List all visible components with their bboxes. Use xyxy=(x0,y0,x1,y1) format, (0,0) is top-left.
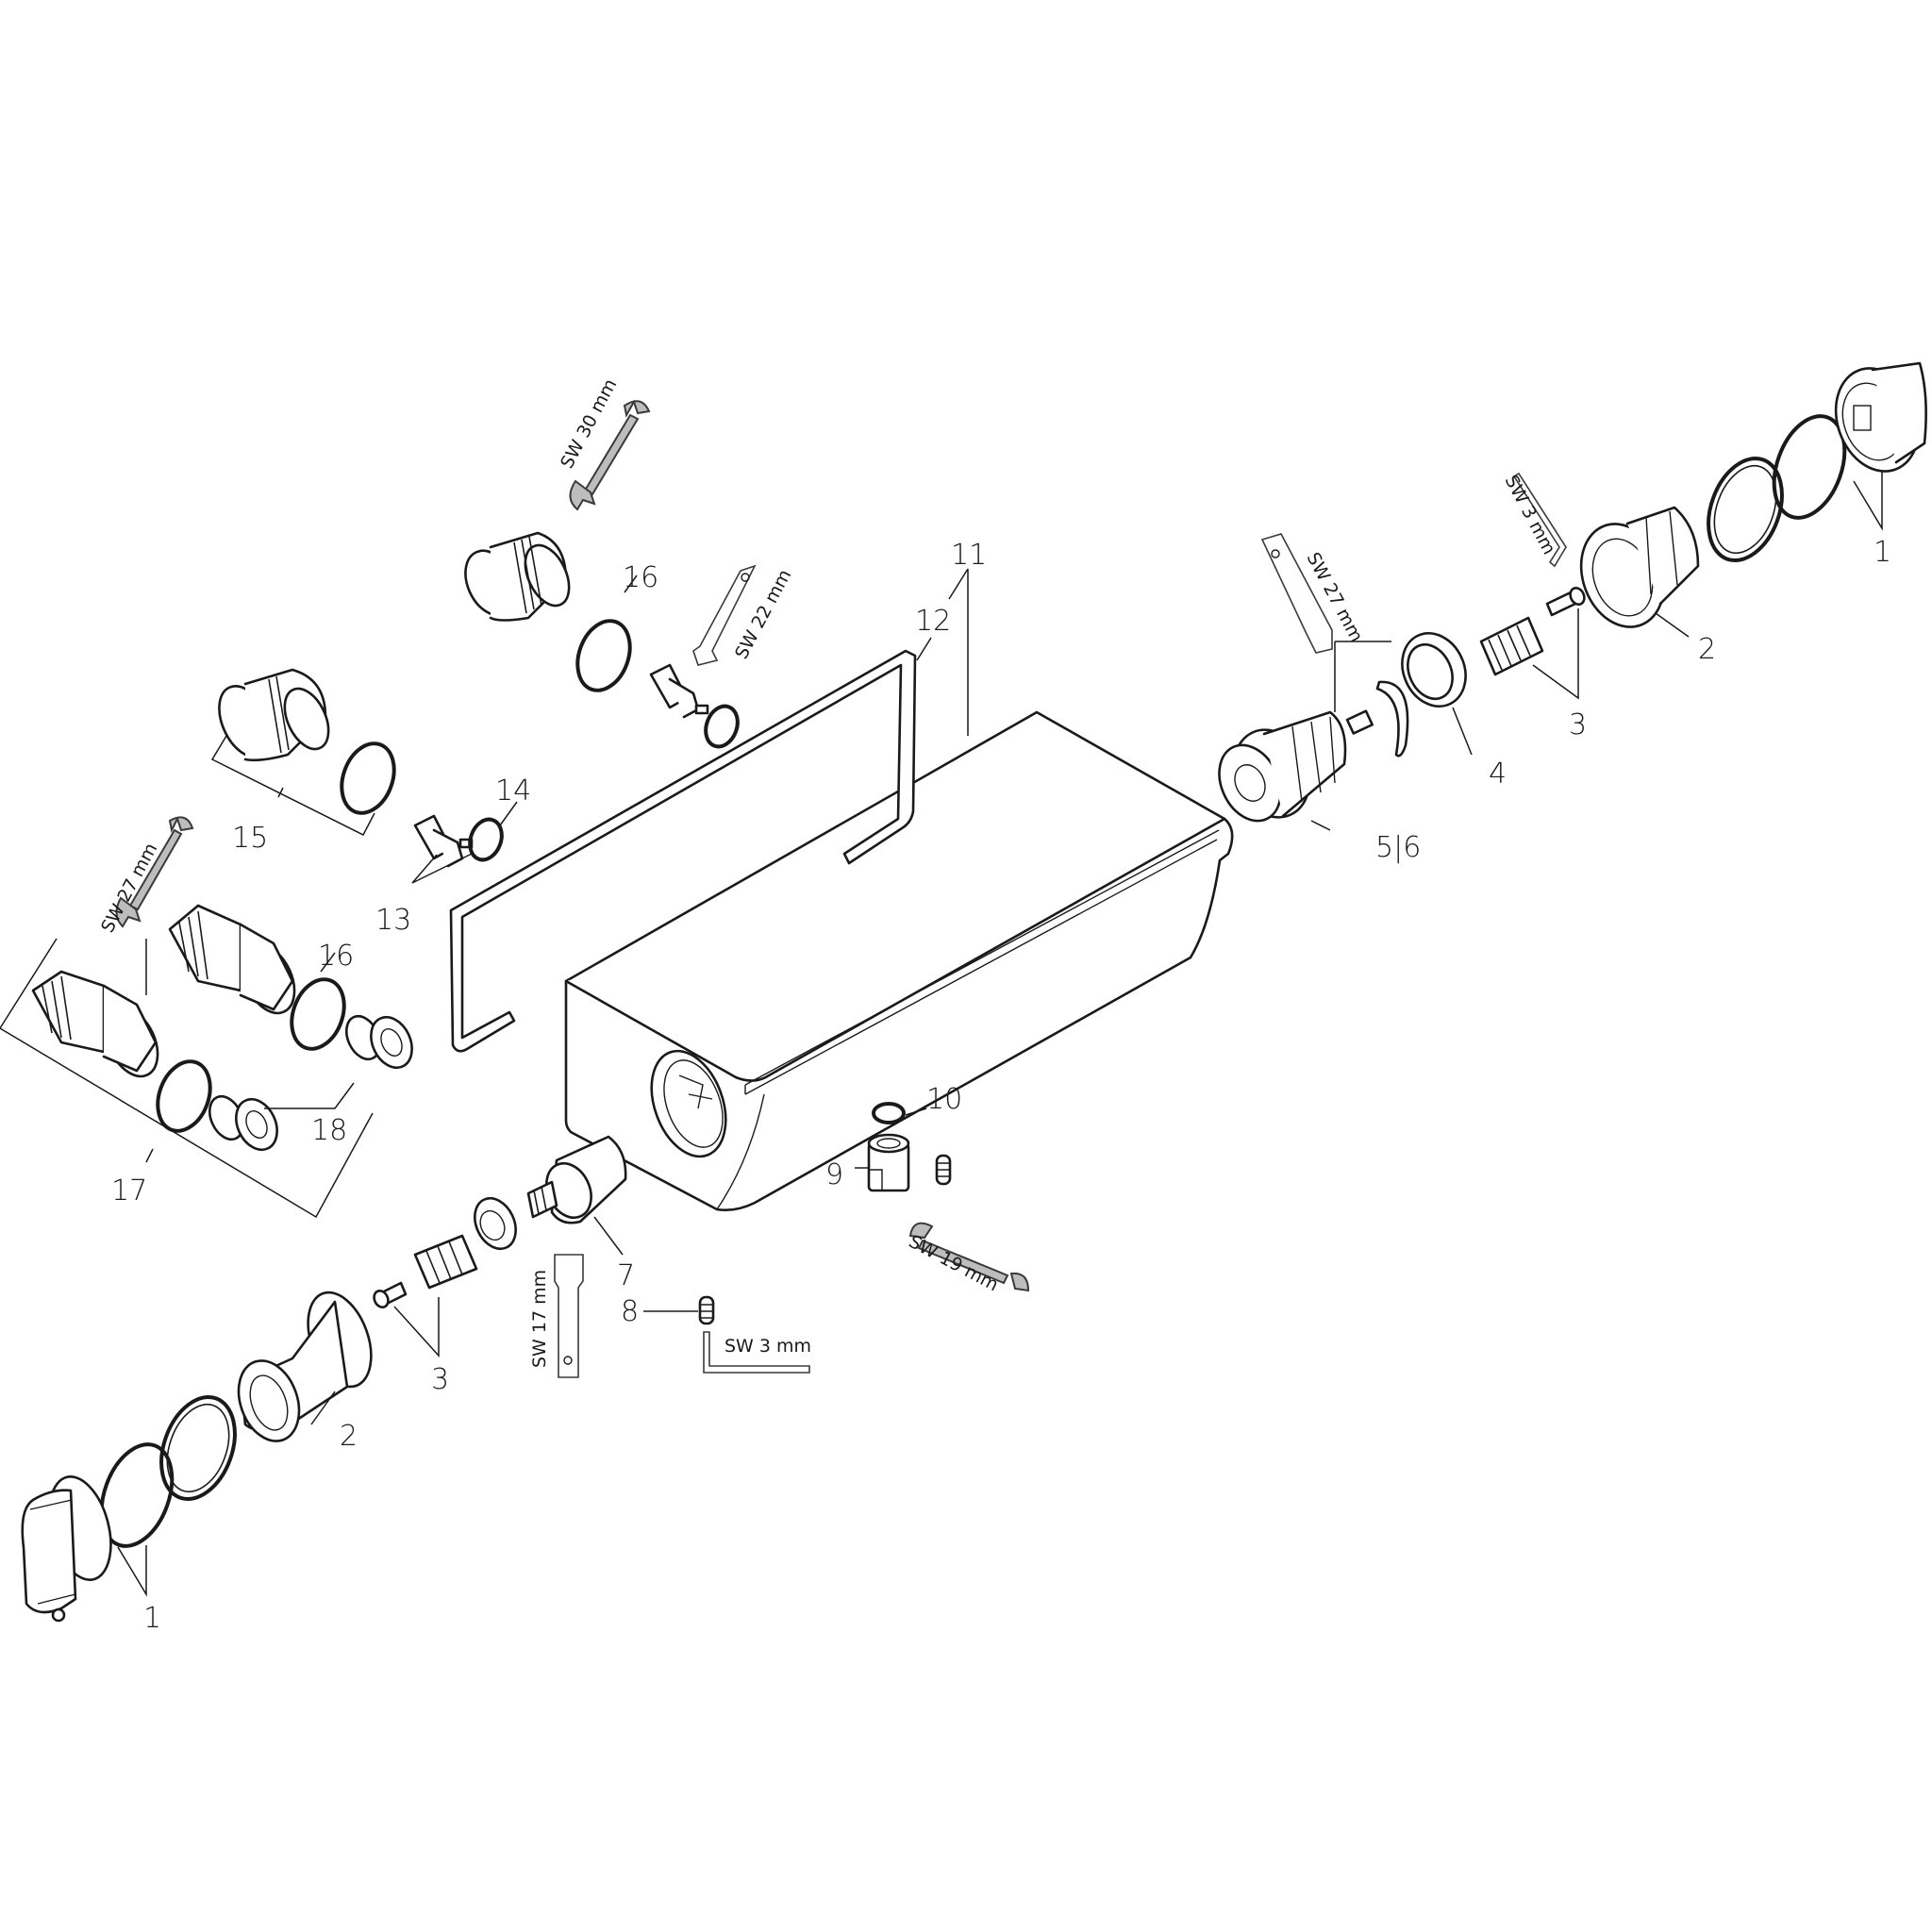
hex-key-sw3-bottom xyxy=(703,1331,810,1374)
socket-wrench-sw22 xyxy=(692,564,757,666)
grub-screw-8 xyxy=(698,1295,715,1325)
connector-15 xyxy=(218,668,330,762)
label-17: 17 xyxy=(111,1174,147,1208)
label-2-left: 2 xyxy=(340,1420,358,1453)
sleeve-left xyxy=(237,1291,373,1442)
retaining-clip xyxy=(1375,680,1409,758)
spline-adapter-right xyxy=(1479,616,1544,676)
socket-wrench-sw27-right xyxy=(1260,533,1333,654)
socket-wrench-sw17 xyxy=(554,1254,584,1378)
label-3-right: 3 xyxy=(1569,708,1587,741)
label-9: 9 xyxy=(825,1158,843,1191)
seal-ring-15 xyxy=(340,741,396,815)
label-18: 18 xyxy=(311,1114,347,1147)
handle-right xyxy=(1834,361,1927,473)
seal-ring-left-a xyxy=(159,1394,237,1502)
open-wrench-sw19 xyxy=(908,1222,1030,1292)
label-sw27-left: SW 27 mm xyxy=(97,840,161,936)
grub-screw-9 xyxy=(935,1154,952,1186)
screw-right xyxy=(1545,587,1586,617)
label-7: 7 xyxy=(617,1259,635,1292)
hex-key-sw3-right xyxy=(1512,472,1567,568)
seal-ring-left-b xyxy=(99,1442,175,1548)
seal-ring-small-top xyxy=(704,704,740,749)
connector-top xyxy=(464,531,571,622)
seal-ring-right-b xyxy=(1772,414,1847,520)
seal-ring-right-a xyxy=(1707,456,1784,563)
label-5-6: 5|6 xyxy=(1375,831,1421,864)
open-wrench-sw30 xyxy=(569,399,651,511)
adapter-9 xyxy=(867,1133,910,1192)
seal-ring-14 xyxy=(468,817,504,862)
label-sw3-right: SW 3 mm xyxy=(1501,472,1560,558)
part-number-labels: 11 12 16 15 14 13 16 18 17 5|6 4 3 2 1 7… xyxy=(111,536,1891,1635)
sleeve-right xyxy=(1579,506,1700,628)
spline-adapter-left xyxy=(413,1234,478,1290)
label-15: 15 xyxy=(232,822,268,855)
label-8: 8 xyxy=(621,1295,639,1328)
thermostat-body xyxy=(564,710,1234,1211)
tail-connector-17 xyxy=(31,970,159,1078)
seal-ring-top xyxy=(575,619,632,692)
label-11: 11 xyxy=(951,539,987,572)
open-wrench-sw27-left xyxy=(115,816,194,928)
ring-nut xyxy=(1401,632,1467,708)
seal-ring-17 xyxy=(156,1059,212,1133)
label-16-top: 16 xyxy=(623,561,658,594)
reducer-18-a xyxy=(345,1014,413,1070)
thermostatic-cartridge xyxy=(1218,709,1374,823)
label-1-left: 1 xyxy=(143,1602,161,1635)
check-valve-13 xyxy=(413,814,474,868)
label-3-left: 3 xyxy=(431,1363,449,1396)
seal-ring-10 xyxy=(872,1102,906,1124)
label-1-right: 1 xyxy=(1874,536,1891,569)
label-16-mid: 16 xyxy=(318,940,354,973)
label-10: 10 xyxy=(926,1083,962,1116)
tail-connector-mid xyxy=(168,904,296,1015)
handle-left xyxy=(21,1475,112,1623)
label-14: 14 xyxy=(495,774,531,808)
screw-left xyxy=(373,1281,408,1308)
check-valve-top xyxy=(649,663,709,719)
label-12: 12 xyxy=(915,605,951,638)
label-sw17: SW 17 mm xyxy=(529,1270,550,1368)
label-2-right: 2 xyxy=(1698,633,1716,666)
label-sw3-bottom: SW 3 mm xyxy=(724,1336,811,1357)
seal-ring-16-mid xyxy=(290,977,346,1051)
label-4: 4 xyxy=(1489,758,1507,791)
leader-lines xyxy=(0,472,1883,1597)
shutoff-cartridge-7 xyxy=(526,1135,627,1224)
reducer-18-b xyxy=(208,1094,278,1152)
label-sw19: SW 19 mm xyxy=(906,1231,1002,1295)
label-13: 13 xyxy=(375,904,411,937)
hex-nut xyxy=(474,1196,517,1251)
mounting-bracket xyxy=(449,649,917,1053)
